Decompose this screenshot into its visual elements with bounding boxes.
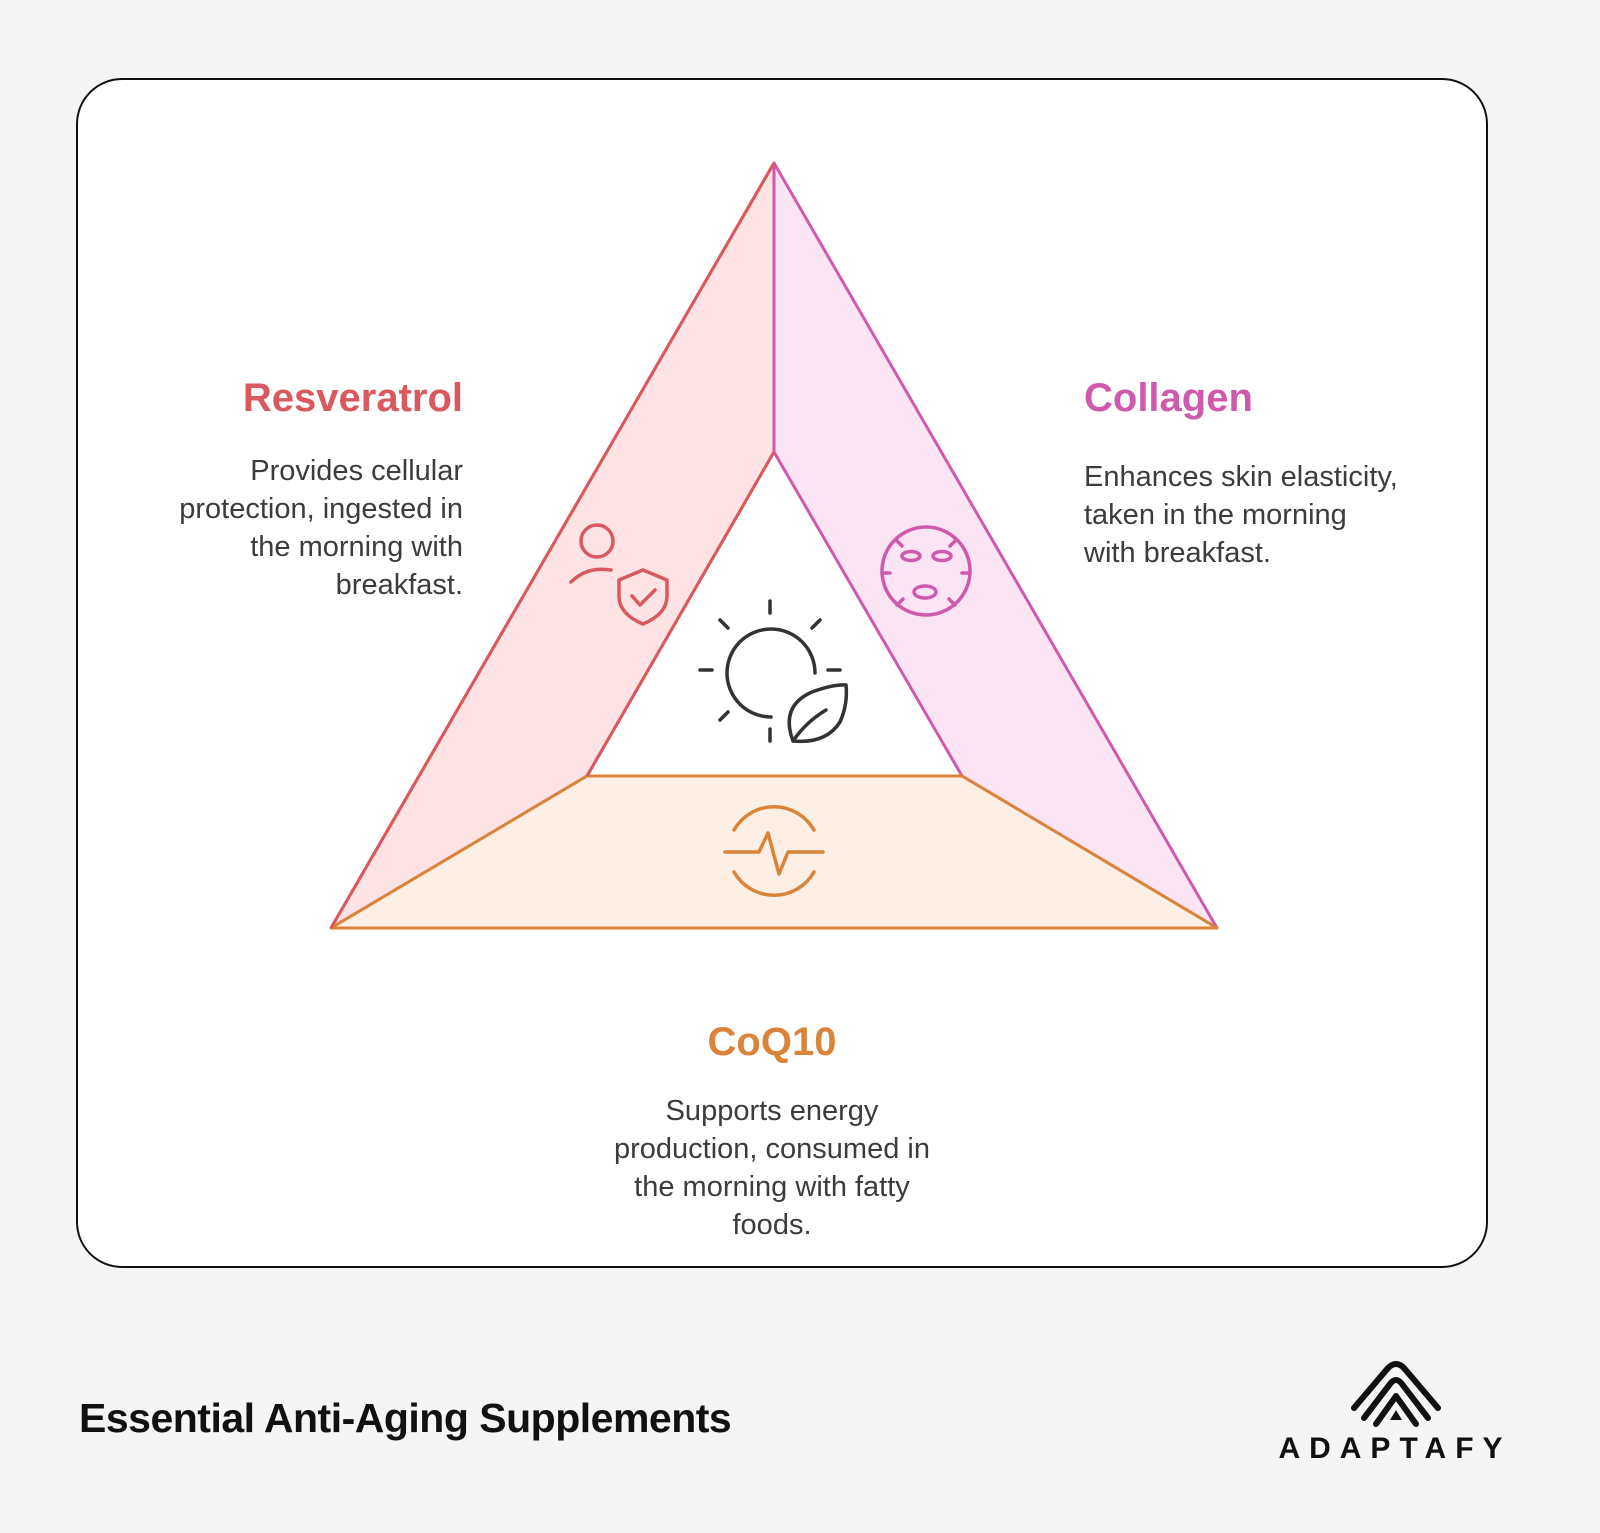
user-shield-check-icon xyxy=(569,523,669,626)
coq10-title: CoQ10 xyxy=(707,1020,837,1064)
resveratrol-label: Resveratrol Provides cellular protection… xyxy=(120,374,463,604)
page-title: Essential Anti-Aging Supplements xyxy=(79,1395,732,1441)
resveratrol-title: Resveratrol xyxy=(242,376,463,420)
resveratrol-description: Provides cellular protection, ingested i… xyxy=(179,455,463,601)
brand-logo: ADAPTAFY xyxy=(1270,1358,1520,1468)
face-mask-icon xyxy=(880,525,972,617)
adaptafy-logo-icon xyxy=(1351,1361,1441,1427)
collagen-label: Collagen Enhances skin elasticity, taken… xyxy=(1084,374,1444,572)
coq10-label: CoQ10 Supports energy production, consum… xyxy=(560,1018,984,1244)
heartbeat-pulse-icon xyxy=(723,804,825,898)
brand-name: ADAPTAFY xyxy=(1278,1432,1512,1465)
sun-leaf-icon xyxy=(698,599,849,744)
coq10-description: Supports energy production, consumed in … xyxy=(614,1095,930,1241)
collagen-description: Enhances skin elasticity, taken in the m… xyxy=(1084,461,1398,569)
collagen-title: Collagen xyxy=(1084,376,1253,420)
